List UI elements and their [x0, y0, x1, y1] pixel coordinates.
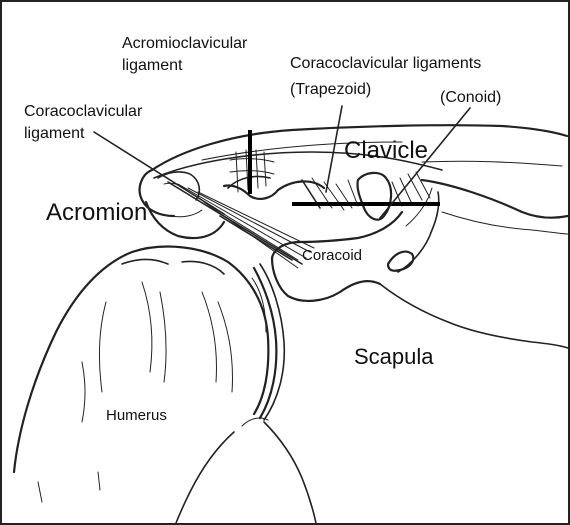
label-coracoclavicular-ligaments: Coracoclavicular ligaments: [290, 55, 481, 72]
scapula-bone: [252, 212, 568, 348]
trapezoid-leader: [326, 106, 342, 192]
label-clavicle: Clavicle: [344, 137, 428, 164]
label-coracoclavicular-line2: ligament: [24, 125, 85, 142]
label-coracoid: Coracoid: [302, 247, 362, 264]
coracoacromial-band: [168, 182, 314, 268]
label-humerus: Humerus: [106, 407, 167, 424]
label-scapula: Scapula: [354, 344, 434, 369]
label-acromion: Acromion: [46, 199, 147, 226]
humerus-bone: [14, 247, 316, 523]
label-conoid: (Conoid): [440, 89, 501, 106]
label-coracoclavicular-line1: Coracoclavicular: [24, 103, 143, 120]
coracoclavicular-ligament-fibres: [278, 172, 430, 220]
label-acromioclavicular-line1: Acromioclavicular: [122, 35, 248, 52]
acromion-bone: [140, 170, 224, 238]
label-trapezoid: (Trapezoid): [290, 81, 371, 98]
label-acromioclavicular-line2: ligament: [122, 57, 183, 74]
